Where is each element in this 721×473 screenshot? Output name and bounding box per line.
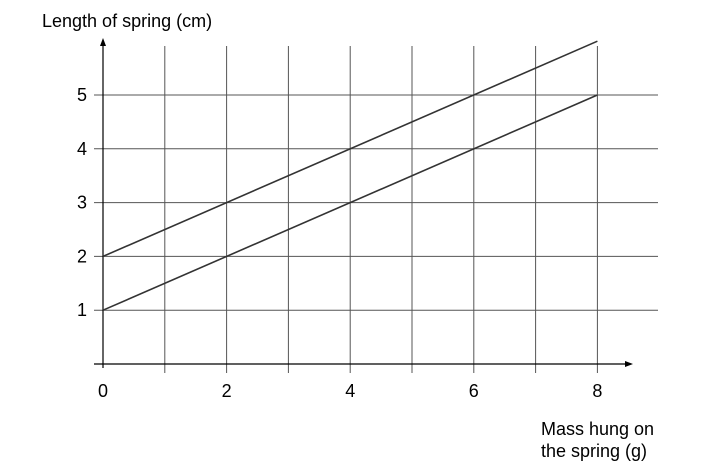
x-tick-label-0: 0 <box>98 381 108 401</box>
y-tick-label-1: 1 <box>77 300 87 320</box>
series-line-1 <box>102 40 598 258</box>
y-tick-label-5: 5 <box>77 85 87 105</box>
x-tick-label-2: 2 <box>222 381 232 401</box>
y-tick-label-4: 4 <box>77 139 87 159</box>
x-axis-arrow-icon <box>625 361 633 367</box>
x-axis-title-line-1: Mass hung on <box>541 419 655 439</box>
y-tick-label-2: 2 <box>77 246 87 266</box>
x-tick-label-4: 4 <box>345 381 355 401</box>
axes <box>94 38 633 368</box>
y-axis-title: Length of spring (cm) <box>42 11 213 31</box>
grid-lines <box>94 46 658 373</box>
y-tick-label-3: 3 <box>77 193 87 213</box>
x-axis-title: Mass hung on the spring (g) <box>541 418 711 462</box>
y-axis-arrow-icon <box>100 38 106 46</box>
tick-labels: 1 2 3 4 5 0 2 4 6 8 <box>77 85 602 401</box>
x-tick-label-6: 6 <box>469 381 479 401</box>
x-tick-label-8: 8 <box>592 381 602 401</box>
series-line-2 <box>102 94 598 311</box>
x-axis-title-line-2: the spring (g) <box>541 441 648 461</box>
data-series <box>102 40 598 311</box>
